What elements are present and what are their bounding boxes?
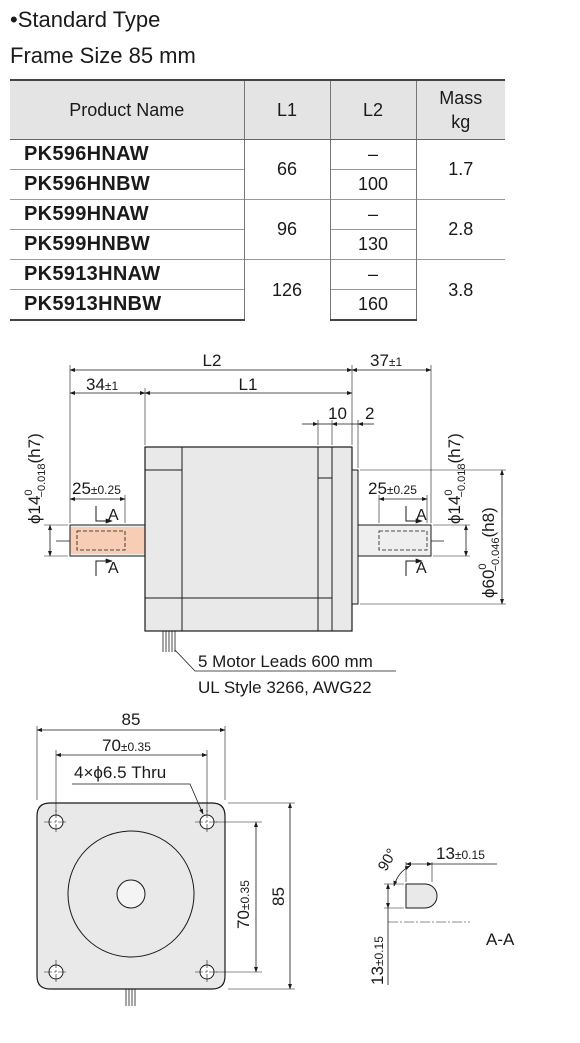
table-row: PK5913HNBW 160 <box>10 289 505 321</box>
flange-height: 85 <box>269 887 288 906</box>
rear-shaft-length: 37±1 <box>370 351 403 370</box>
holes-callout: 4×ϕ6.5 Thru <box>74 763 166 782</box>
leads-spec-1: 5 Motor Leads 600 mm <box>198 652 373 671</box>
table-row: PK599HNAW 96 – 2.8 <box>10 199 505 260</box>
product-name: PK5913HNBW <box>10 289 244 321</box>
flat-depth: 13±0.15 <box>368 936 387 985</box>
l1-label: L1 <box>239 375 258 394</box>
flange-width: 85 <box>122 710 141 729</box>
front-shaft-length: 34±1 <box>86 375 119 394</box>
leads-leader <box>174 649 396 672</box>
type-title: Standard Type <box>17 7 161 32</box>
mass-value: 1.7 <box>415 139 505 200</box>
dim-10: 10 <box>328 404 347 423</box>
col-l1: L1 <box>243 79 330 140</box>
section-a-label: A <box>108 507 119 524</box>
rear-key-length: 25±0.25 <box>368 479 417 498</box>
table-row: PK599HNBW 130 <box>10 229 505 260</box>
rear-key-slot <box>378 530 428 551</box>
section-a-label: A <box>416 560 427 577</box>
bolt-pitch-h: 70±0.35 <box>102 736 151 755</box>
section-a-label: A <box>416 507 427 524</box>
front-view <box>36 726 295 1006</box>
frame-size-heading: Frame Size 85 mm <box>10 43 196 68</box>
col-mass-unit: kg <box>451 112 471 132</box>
side-view <box>44 365 506 672</box>
l2-value: 100 <box>329 169 416 200</box>
front-shaft-diameter: ϕ140−0.018(h7) <box>23 433 48 524</box>
section-a-label: A <box>108 560 119 577</box>
front-key-length: 25±0.25 <box>72 479 121 498</box>
flat-width: 13±0.15 <box>436 844 485 863</box>
section-a-marks <box>95 506 423 576</box>
table-row: PK596HNAW 66 – 1.7 <box>10 139 505 200</box>
section-label: A-A <box>486 930 515 949</box>
col-l2: L2 <box>329 79 416 140</box>
col-mass-label: Mass <box>439 88 483 108</box>
pilot-diameter: ϕ600−0.046(h8) <box>477 507 502 598</box>
mass-value: 3.8 <box>415 259 505 320</box>
leads-bundle <box>125 989 136 1006</box>
table-row: PK596HNBW 100 <box>10 169 505 200</box>
bolt-pitch-v: 70±0.35 <box>234 880 253 929</box>
dim-2: 2 <box>365 404 374 423</box>
motor-leads <box>162 631 176 652</box>
mass-value: 2.8 <box>415 199 505 260</box>
product-name: PK599HNAW <box>10 199 244 230</box>
product-name: PK596HNBW <box>10 169 244 200</box>
table-header-row: Product Name L1 L2 Mass kg <box>10 79 505 140</box>
shaft-circle <box>116 879 146 909</box>
pilot-boss <box>351 469 359 605</box>
l2-label: L2 <box>203 351 222 370</box>
product-name: PK596HNAW <box>10 139 244 170</box>
motor-body <box>144 446 353 632</box>
table-row: PK5913HNAW 126 – 3.8 <box>10 259 505 320</box>
l2-value: – <box>329 139 416 170</box>
col-mass: Mass kg <box>415 79 505 140</box>
l1-value: 126 <box>243 259 330 320</box>
shaft-section <box>405 883 438 909</box>
l1-value: 96 <box>243 199 330 260</box>
center-marks <box>44 810 219 984</box>
l1-value: 66 <box>243 139 330 200</box>
product-name: PK599HNBW <box>10 229 244 260</box>
section-view <box>384 862 497 985</box>
pilot-circle <box>67 830 195 958</box>
bullet: • <box>10 7 18 32</box>
leads-spec-2: UL Style 3266, AWG22 <box>198 678 372 697</box>
flat-angle: 90° <box>375 846 401 874</box>
front-key-flat <box>70 527 145 554</box>
type-heading: •Standard Type <box>10 6 160 34</box>
spec-table: Product Name L1 L2 Mass kg PK596HNAW 66 –… <box>10 79 505 321</box>
rear-shaft <box>357 524 432 557</box>
l2-value: 160 <box>329 289 416 321</box>
product-name: PK5913HNAW <box>10 259 244 290</box>
col-product-name: Product Name <box>10 79 244 140</box>
front-key-slot <box>76 530 126 551</box>
holes-leader <box>72 783 204 815</box>
l2-value: – <box>329 199 416 230</box>
rear-shaft-diameter: ϕ140−0.018(h7) <box>443 433 468 524</box>
l2-value: 130 <box>329 229 416 260</box>
l2-value: – <box>329 259 416 290</box>
